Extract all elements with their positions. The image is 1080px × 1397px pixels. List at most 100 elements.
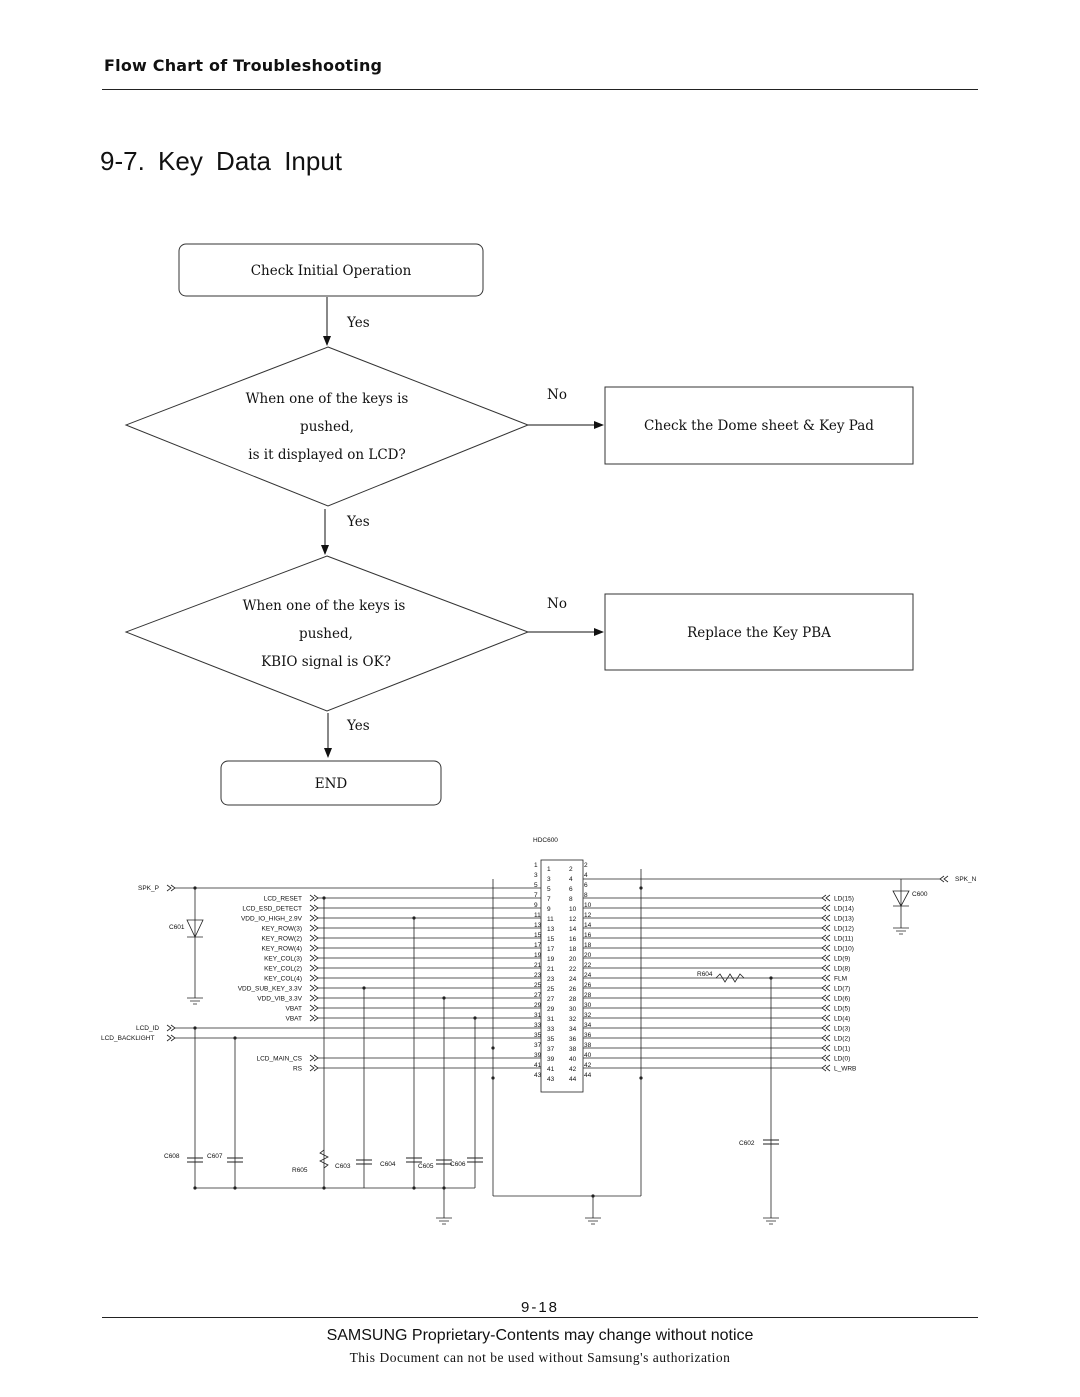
c608-label: C608 [164, 1153, 180, 1160]
r604-label: R604 [697, 971, 713, 978]
right-signal-connector [821, 1044, 831, 1052]
connector-pin-number: 23 [547, 976, 555, 983]
connector-pin-number: 32 [569, 1016, 577, 1023]
right-signal-connector [821, 994, 831, 1002]
connector-pin-number: 13 [534, 922, 542, 929]
junction-dot [322, 896, 326, 900]
connector-label: HDC600 [533, 837, 558, 844]
right-signal-connector [821, 1064, 831, 1072]
connector-pin-number: 16 [569, 936, 577, 943]
left-signal-label: VDD_SUB_KEY_3.3V [238, 985, 303, 992]
left-signal-connector [309, 934, 319, 942]
connector-pin-number: 21 [547, 966, 555, 973]
connector-pin-number: 10 [584, 902, 592, 909]
footer-notice: SAMSUNG Proprietary-Contents may change … [326, 1327, 754, 1344]
yes-label-2: Yes [346, 514, 370, 530]
connector-pin-number: 44 [569, 1076, 577, 1083]
connector-pin-number: 11 [547, 916, 554, 923]
page-title: 9-7. Key Data Input [100, 146, 343, 176]
capacitor-symbol [406, 1157, 422, 1163]
connector-pin-number: 39 [547, 1056, 555, 1063]
right-signal-connector [821, 914, 831, 922]
left-signal-connector [309, 944, 319, 952]
right-signal-label: LD(6) [834, 995, 850, 1002]
connector-pin-number: 30 [584, 1002, 592, 1009]
connector-pin-number: 2 [584, 862, 588, 869]
connector-pin-number: 17 [547, 946, 555, 953]
capacitor-symbol [356, 1159, 372, 1165]
connector-pin-number: 15 [547, 936, 555, 943]
connector-pin-number: 29 [547, 1006, 555, 1013]
left-signal-label: KEY_ROW(4) [262, 945, 302, 952]
right-signal-connector [821, 1014, 831, 1022]
connector-pin-number: 43 [534, 1072, 542, 1079]
connector-pin-number: 7 [547, 896, 551, 903]
junction-dot [412, 1186, 416, 1190]
lcd-id-label: LCD_ID [136, 1025, 159, 1032]
connector-pin-number: 28 [584, 992, 592, 999]
footer-rule [102, 1317, 978, 1318]
header-rule [102, 89, 978, 90]
connector-pin-number: 1 [534, 862, 538, 869]
connector-pin-number: 39 [534, 1052, 542, 1059]
capacitor-symbol [467, 1157, 483, 1163]
page-number: 9-18 [520, 1299, 560, 1316]
start-box [178, 243, 484, 297]
connector-pin-number: 28 [569, 996, 577, 1003]
c607-label: C607 [207, 1153, 223, 1160]
connector-pin-number: 13 [547, 926, 555, 933]
connector-pin-number: 23 [534, 972, 542, 979]
troubleshooting-flowchart: Check Initial Operation Yes When one of … [124, 243, 914, 806]
connector-pin-number: 2 [569, 866, 573, 873]
connector-pin-number: 19 [534, 952, 542, 959]
r605-label: R605 [292, 1167, 308, 1174]
left-signal-connector [309, 914, 319, 922]
right-signal-label: L_WRB [834, 1065, 856, 1072]
c600-label: C600 [912, 891, 928, 898]
left-signal-connector [309, 1004, 319, 1012]
capacitor-symbol [187, 1157, 203, 1163]
end-box [220, 760, 442, 806]
connector-pin-number: 35 [547, 1036, 555, 1043]
connector-pin-number: 4 [584, 872, 588, 879]
connector-pin-number: 38 [584, 1042, 592, 1049]
connector-pin-number: 31 [534, 1012, 542, 1019]
c600-symbol [892, 890, 910, 907]
right-signal-connector [821, 984, 831, 992]
connector-pin-number: 25 [534, 982, 542, 989]
junction-dot [769, 976, 773, 980]
r604-symbol [715, 973, 745, 983]
junction-dot [639, 1076, 643, 1080]
junction-dot [362, 986, 366, 990]
junction-dot [233, 1186, 237, 1190]
left-signal-label: KEY_COL(3) [264, 955, 302, 962]
right-signal-label: LD(4) [834, 1015, 850, 1022]
connector-pin-number: 5 [547, 886, 551, 893]
junction-dot [442, 1186, 446, 1190]
left-signal-label: KEY_ROW(2) [262, 935, 302, 942]
right-signal-label: LD(13) [834, 915, 854, 922]
left-signal-label: LCD_ESD_DETECT [242, 905, 302, 912]
connector-pin-number: 33 [547, 1026, 555, 1033]
junction-dot [591, 1194, 595, 1198]
action-1-label: Check the Dome sheet & Key Pad [644, 418, 874, 434]
action-2-label: Replace the Key PBA [687, 625, 831, 641]
connector-pin-number: 3 [547, 876, 551, 883]
connector-pin-number: 24 [584, 972, 592, 979]
right-signal-label: LD(9) [834, 955, 850, 962]
connector-pin-number: 24 [569, 976, 577, 983]
right-signal-label: FLM [834, 975, 847, 982]
left-signal-label: KEY_COL(2) [264, 965, 302, 972]
connector-pin-number: 6 [584, 882, 588, 889]
connector-pin-number: 12 [569, 916, 577, 923]
junction-dot [193, 1186, 197, 1190]
ground-symbol [763, 1217, 779, 1225]
right-signal-connector [821, 924, 831, 932]
junction-dot [412, 916, 416, 920]
c606-label: C606 [450, 1161, 466, 1168]
left-signal-label: LCD_RESET [264, 895, 302, 902]
left-signal-label: VDD_VIB_3.3V [257, 995, 302, 1002]
junction-dot [491, 1076, 495, 1080]
connector-pin-number: 14 [569, 926, 577, 933]
right-signal-label: LD(10) [834, 945, 854, 952]
